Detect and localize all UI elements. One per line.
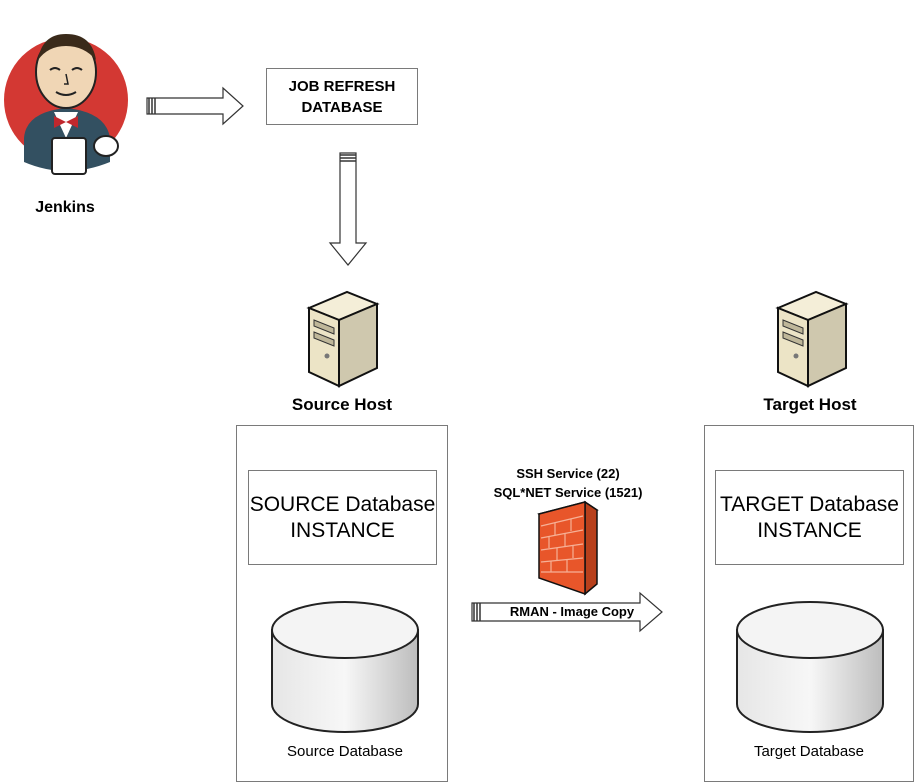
target-instance-line2: INSTANCE — [757, 518, 862, 542]
firewall-service-ssh: SSH Service (22) — [516, 466, 620, 481]
target-instance-line1: TARGET Database — [720, 492, 899, 516]
firewall-brick-icon — [537, 500, 599, 596]
source-instance-line1: SOURCE Database — [249, 492, 436, 516]
source-instance-line2: INSTANCE — [290, 518, 395, 542]
source-host-label: Source Host — [291, 395, 393, 414]
source-database-icon — [271, 601, 419, 733]
source-instance-box: SOURCE Database INSTANCE — [248, 470, 437, 565]
target-database-icon — [736, 601, 884, 733]
target-host-label: Target Host — [763, 395, 857, 414]
job-line1: JOB REFRESH — [288, 77, 396, 95]
rman-transfer-arrow — [471, 591, 663, 633]
jenkins-butler-icon — [4, 34, 128, 175]
jenkins-label: Jenkins — [35, 199, 95, 216]
target-instance-box: TARGET Database INSTANCE — [715, 470, 904, 565]
source-server-icon — [306, 290, 380, 388]
target-database-label: Target Database — [753, 743, 865, 760]
job-refresh-database-box: JOB REFRESH DATABASE — [266, 68, 418, 125]
firewall-service-sqlnet: SQL*NET Service (1521) — [493, 485, 643, 500]
rman-transfer-label: RMAN - Image Copy — [509, 604, 635, 619]
job-line2: DATABASE — [301, 98, 383, 116]
target-server-icon — [775, 290, 849, 388]
arrow-job-to-source — [328, 152, 368, 266]
source-database-label: Source Database — [287, 743, 403, 760]
arrow-jenkins-to-job — [146, 86, 244, 126]
